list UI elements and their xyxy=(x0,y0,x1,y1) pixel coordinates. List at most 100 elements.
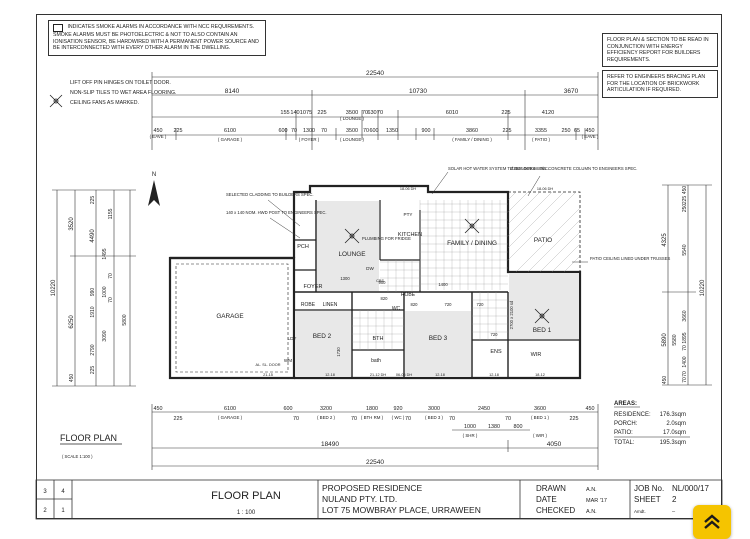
svg-text:70: 70 xyxy=(405,416,411,422)
svg-text:PORCH:: PORCH: xyxy=(614,421,638,427)
svg-text:225: 225 xyxy=(90,366,96,375)
ceiling-fan-icon xyxy=(534,308,550,324)
svg-text:SOLAR HOT WATER SYSTEM TO BUIL: SOLAR HOT WATER SYSTEM TO BUILDERS SPEC. xyxy=(448,166,549,171)
svg-text:630: 630 xyxy=(367,110,376,116)
svg-text:70: 70 xyxy=(363,128,369,134)
scroll-to-top-button[interactable] xyxy=(693,505,731,539)
top-dimension-lines xyxy=(151,72,599,150)
tile-grid xyxy=(352,200,508,350)
svg-text:DRAWN: DRAWN xyxy=(536,484,566,493)
ceiling-fans xyxy=(344,218,550,324)
smoke-alarm-text: INDICATES SMOKE ALARMS IN ACCORDANCE WIT… xyxy=(53,24,259,52)
svg-text:3000: 3000 xyxy=(428,406,440,412)
svg-text:70: 70 xyxy=(377,110,383,116)
plan-title: FLOOR PLAN xyxy=(60,433,117,443)
svg-text:6100: 6100 xyxy=(224,128,236,134)
svg-text:AL. SL. DOOR: AL. SL. DOOR xyxy=(256,363,281,367)
svg-text:( PATIO ): ( PATIO ) xyxy=(532,137,550,142)
room-lounge: LOUNGE xyxy=(339,251,366,258)
svg-text:( BED 1 ): ( BED 1 ) xyxy=(531,415,550,420)
svg-text:920: 920 xyxy=(394,406,403,412)
svg-text:1910: 1910 xyxy=(90,306,96,317)
top-room-labels: ( GARAGE ) ( FOYER ) ( LOUNGE ) ( LOUNGE… xyxy=(150,116,599,142)
bottom-dimension-lines xyxy=(151,404,599,470)
chevron-up-icon xyxy=(704,514,720,529)
svg-text:18-12: 18-12 xyxy=(535,373,545,377)
svg-text:225: 225 xyxy=(501,110,510,116)
svg-text:70: 70 xyxy=(505,416,511,422)
svg-text:12-18: 12-18 xyxy=(435,373,445,377)
room-robe-1: ROBE xyxy=(301,302,316,308)
room-ldy: LDY xyxy=(288,336,297,341)
svg-text:2790: 2790 xyxy=(90,344,96,355)
left-inner-dims: 225 1495 1155 70 990 1000 1910 2790 3090… xyxy=(69,196,128,383)
room-bed2: BED 2 xyxy=(313,333,332,340)
svg-text:1300: 1300 xyxy=(303,128,315,134)
drawing-sheet xyxy=(36,14,722,519)
svg-text:( BED 3 ): ( BED 3 ) xyxy=(425,415,444,420)
svg-text:225: 225 xyxy=(682,196,688,205)
svg-text:NULAND PTY. LTD.: NULAND PTY. LTD. xyxy=(322,494,397,504)
svg-text:1350: 1350 xyxy=(386,128,398,134)
svg-text:18-06 DH: 18-06 DH xyxy=(400,187,417,191)
svg-text:( GARAGE ): ( GARAGE ) xyxy=(218,415,243,420)
svg-text:3355: 3355 xyxy=(535,128,547,134)
room-garage: GARAGE xyxy=(216,313,243,320)
svg-text:820: 820 xyxy=(381,296,389,301)
room-bed3: BED 3 xyxy=(429,335,448,342)
room-robe-2: ROBE xyxy=(401,292,416,298)
svg-text:3500: 3500 xyxy=(346,128,358,134)
svg-text:140 x 140 NOM. HWD POST TO ENG: 140 x 140 NOM. HWD POST TO ENGINEERS SPE… xyxy=(226,210,327,215)
dim-top-seg-1: 8140 xyxy=(225,88,240,95)
svg-text:TOTAL:: TOTAL: xyxy=(614,440,635,446)
svg-text:600: 600 xyxy=(370,128,379,134)
svg-text:3090: 3090 xyxy=(102,330,108,341)
svg-text:CBS: CBS xyxy=(376,279,384,283)
svg-text:6010: 6010 xyxy=(446,110,458,116)
room-kitchen: KITCHEN xyxy=(398,232,422,238)
svg-text:3520: 3520 xyxy=(69,217,75,231)
svg-text:225: 225 xyxy=(570,416,579,422)
svg-text:70: 70 xyxy=(108,273,114,279)
svg-text:820: 820 xyxy=(411,302,419,307)
svg-text:( BTH RM ): ( BTH RM ) xyxy=(361,415,384,420)
svg-text:( EAVE ): ( EAVE ) xyxy=(582,134,599,139)
svg-text:900: 900 xyxy=(422,128,431,134)
ceiling-fan-icon xyxy=(344,228,360,244)
svg-text:2: 2 xyxy=(672,495,677,504)
svg-text:3860: 3860 xyxy=(466,128,478,134)
svg-text:4490: 4490 xyxy=(90,229,96,243)
room-wc: WC xyxy=(392,306,401,312)
svg-text:450: 450 xyxy=(662,376,668,385)
bottom-row2-dims: 1000 1380 800 ( SHR ) ( WIR ) 18490 4050… xyxy=(321,424,562,466)
svg-text:PLUMBING FOR FRIDGE: PLUMBING FOR FRIDGE xyxy=(362,236,411,241)
svg-text:225: 225 xyxy=(174,416,183,422)
svg-text:5800: 5800 xyxy=(122,314,128,325)
dim-left-overall: 10220 xyxy=(51,279,57,296)
room-linen: LINEN xyxy=(323,302,338,308)
right-dimension-lines xyxy=(662,184,712,386)
svg-text:3500: 3500 xyxy=(346,110,358,116)
svg-text:( LOUNGE ): ( LOUNGE ) xyxy=(340,116,364,121)
left-dimension-lines xyxy=(52,189,136,387)
room-patio: PATIO xyxy=(534,237,552,244)
svg-text:21-15: 21-15 xyxy=(263,373,273,377)
svg-text:( LOUNGE ): ( LOUNGE ) xyxy=(340,137,364,142)
svg-text:5890: 5890 xyxy=(662,333,668,347)
svg-text:1000: 1000 xyxy=(464,424,476,430)
room-pty: PTY xyxy=(404,212,413,217)
leader-lines xyxy=(267,171,588,263)
svg-text:4325: 4325 xyxy=(662,233,668,247)
svg-text:65: 65 xyxy=(574,128,580,134)
room-bth: BTH xyxy=(373,336,384,342)
svg-text:225: 225 xyxy=(174,128,183,134)
svg-text:( WC ): ( WC ) xyxy=(392,415,405,420)
right-inner-dims: 450 225 250 5540 3660 1895 70 1400 70 55… xyxy=(662,186,688,385)
svg-text:1730: 1730 xyxy=(336,347,341,357)
svg-text:RESIDENCE:: RESIDENCE: xyxy=(614,412,651,418)
svg-text:1495: 1495 xyxy=(102,248,108,259)
revision-cells: 3 4 2 1 xyxy=(43,489,65,514)
dim-top-seg-2: 10730 xyxy=(409,88,427,95)
svg-text:( FOYER ): ( FOYER ) xyxy=(299,137,320,142)
